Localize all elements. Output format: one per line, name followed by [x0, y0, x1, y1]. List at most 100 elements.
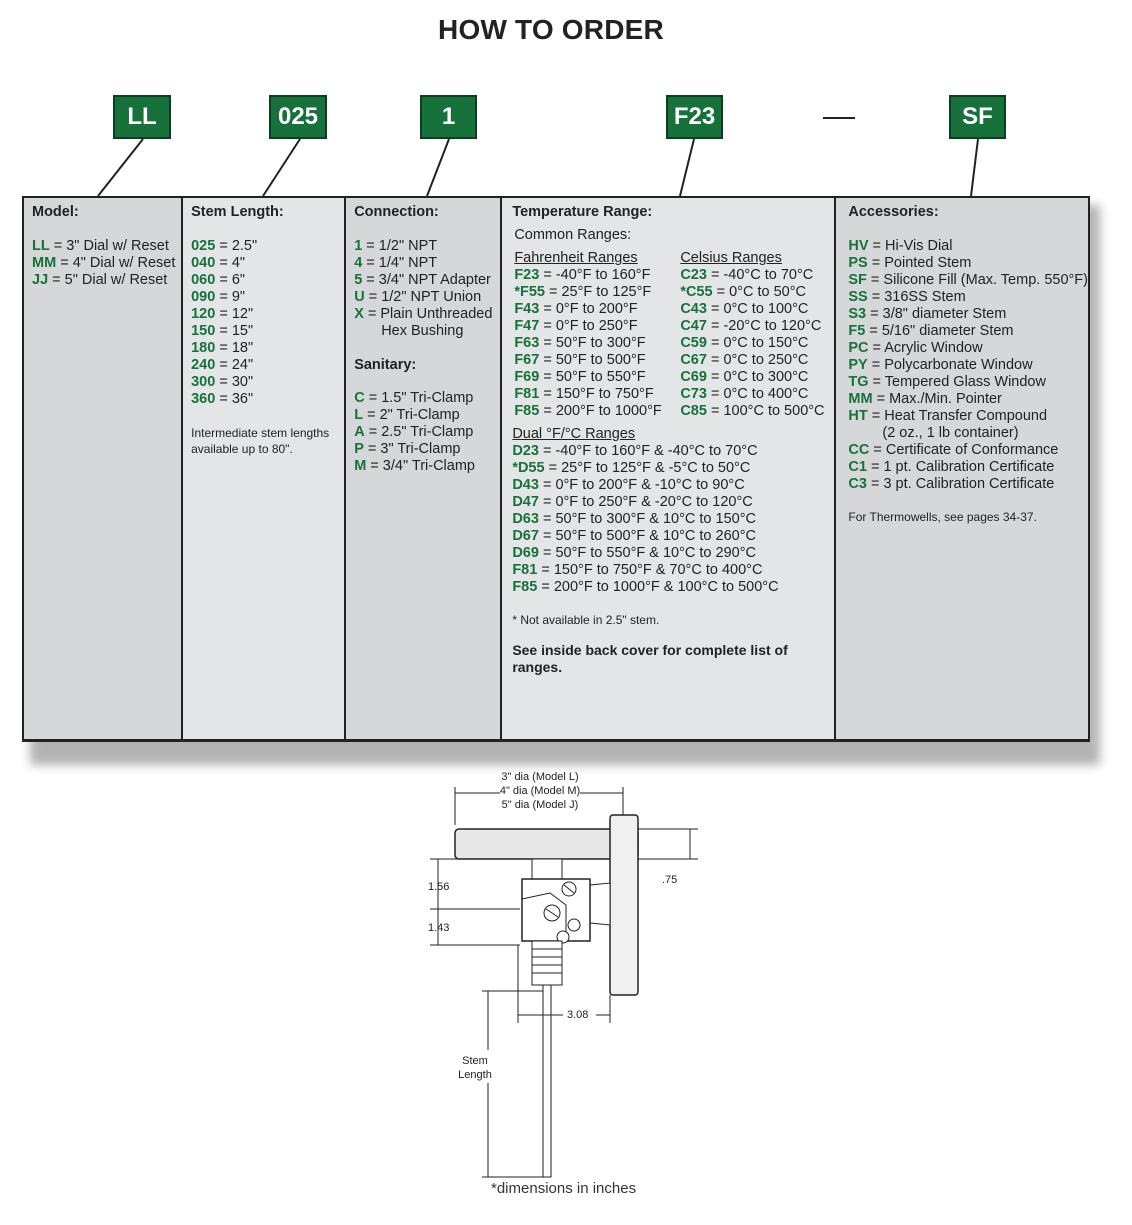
hex-body-edge [521, 892, 567, 941]
dual-range: D69 = 50°F to 550°F & 10°C to 290°C [512, 545, 834, 562]
sanitary-option-code: L [354, 407, 364, 423]
stem-length-label-1: Stem [462, 1055, 488, 1067]
stem-option-text: = 15" [215, 323, 254, 339]
stem-option: 240 = 24" [191, 357, 344, 374]
connection-option-text: = Plain Unthreaded [363, 306, 493, 322]
temperature-column: Temperature Range: Common Ranges: Fahren… [502, 198, 837, 739]
accessory-option-code: TG [848, 374, 869, 390]
screw-bottom [567, 918, 581, 932]
stem-option-code: 040 [191, 255, 216, 271]
dim-156-label: 1.56 [428, 881, 449, 893]
stem-option-code: 060 [191, 272, 216, 288]
dual-range-code: D67 [512, 528, 539, 544]
accessory-option-code: HT [848, 408, 868, 424]
fahrenheit-range-text: = 0°F to 200°F [539, 301, 638, 317]
stem-option-code: 150 [191, 323, 216, 339]
stem-option-text: = 24" [215, 357, 254, 373]
model-option-code: LL [32, 238, 50, 254]
stem-option: 300 = 30" [191, 374, 344, 391]
celsius-range-code: C43 [680, 301, 707, 317]
accessory-option: S3 = 3/8" diameter Stem [848, 306, 1088, 323]
celsius-range-text: = -20°C to 120°C [706, 318, 822, 334]
accessory-option-text: = Tempered Glass Window [868, 374, 1046, 390]
order-code-stem: 025 [269, 95, 327, 139]
fahrenheit-range-text: = 50°F to 500°F [539, 352, 646, 368]
accessory-option: MM = Max./Min. Pointer [848, 391, 1088, 408]
fahrenheit-range-code: *F55 [514, 284, 545, 300]
accessory-option: HT = Heat Transfer Compound [848, 408, 1088, 425]
connection-option: 1 = 1/2" NPT [354, 238, 500, 255]
hex-nut [556, 930, 570, 944]
stem-length-label-2: Length [458, 1069, 492, 1081]
fahrenheit-range-code: F63 [514, 335, 540, 351]
stem [542, 984, 552, 1178]
accessory-option-code: PY [848, 357, 868, 373]
order-code-model: LL [113, 95, 171, 139]
leader-line-model [97, 138, 144, 197]
accessory-option: C3 = 3 pt. Calibration Certificate [848, 476, 1088, 493]
stem-heading: Stem Length: [191, 204, 284, 220]
model-option: MM = 4" Dial w/ Reset [32, 255, 181, 272]
connection-option-text: = 3/4" NPT Adapter [362, 272, 491, 288]
celsius-column: Celsius Ranges C23 = -40°C to 70°C*C55 =… [680, 250, 824, 420]
fahrenheit-range: F63 = 50°F to 300°F [514, 335, 680, 352]
accessory-option: F5 = 5/16" diameter Stem [848, 323, 1088, 340]
dimensions-footnote: *dimensions in inches [491, 1180, 637, 1197]
accessory-option-text: = 3 pt. Calibration Certificate [866, 476, 1055, 492]
celsius-range: C23 = -40°C to 70°C [680, 267, 824, 284]
dim-308-label: 3.08 [567, 1009, 588, 1021]
model-heading: Model: [32, 204, 79, 220]
stem-option-code: 025 [191, 238, 216, 254]
accessory-option-code: SF [848, 272, 867, 288]
fahrenheit-heading: Fahrenheit Ranges [514, 250, 638, 266]
celsius-range-text: = 0°C to 100°C [706, 301, 809, 317]
accessory-option-code: C1 [848, 459, 867, 475]
connection-option-code: 4 [354, 255, 363, 271]
celsius-range-text: = 0°C to 400°C [706, 386, 809, 402]
model-option-text: = 3" Dial w/ Reset [49, 238, 169, 254]
dual-range-text: = 0°F to 250°F & -20°C to 120°C [538, 494, 753, 510]
fahrenheit-range: F23 = -40°F to 160°F [514, 267, 680, 284]
model-option-text: = 5" Dial w/ Reset [48, 272, 168, 288]
order-code-dash [823, 117, 855, 119]
stem-option-text: = 30" [215, 374, 254, 390]
accessory-option: C1 = 1 pt. Calibration Certificate [848, 459, 1088, 476]
connection-option: U = 1/2" NPT Union [354, 289, 500, 306]
accessory-option-text: = 5/16" diameter Stem [865, 323, 1014, 339]
dual-range-text: = 0°F to 200°F & -10°C to 90°C [538, 477, 745, 493]
accessory-option-code: PC [848, 340, 869, 356]
accessory-option: HV = Hi-Vis Dial [848, 238, 1088, 255]
stem-option-text: = 12" [215, 306, 254, 322]
ht-continuation: (2 oz., 1 lb container) [882, 425, 1019, 441]
sanitary-option-code: A [354, 424, 365, 440]
accessory-option-text: = Max./Min. Pointer [872, 391, 1002, 407]
model-option: JJ = 5" Dial w/ Reset [32, 272, 181, 289]
dual-range: D47 = 0°F to 250°F & -20°C to 120°C [512, 494, 834, 511]
fahrenheit-range-code: F81 [514, 386, 540, 402]
accessory-option: PY = Polycarbonate Window [848, 357, 1088, 374]
dial-face [609, 814, 639, 996]
accessory-option: PC = Acrylic Window [848, 340, 1088, 357]
accessory-option: PS = Pointed Stem [848, 255, 1088, 272]
accessory-option-code: PS [848, 255, 868, 271]
fahrenheit-range: F47 = 0°F to 250°F [514, 318, 680, 335]
dual-range-code: D69 [512, 545, 539, 561]
dual-range-code: D23 [512, 443, 539, 459]
celsius-range-text: = 0°C to 250°C [706, 352, 809, 368]
common-ranges-label: Common Ranges: [514, 227, 632, 243]
connection-option-code: 5 [354, 272, 363, 288]
connection-option-text: = 1/2" NPT [362, 238, 438, 254]
dual-range-code: D43 [512, 477, 539, 493]
accessory-option-text: = 1 pt. Calibration Certificate [866, 459, 1055, 475]
accessory-option-code: CC [848, 442, 870, 458]
accessory-option-text: = Polycarbonate Window [867, 357, 1033, 373]
accessories-heading: Accessories: [848, 204, 939, 220]
dia-label-2: 4" dia (Model M) [500, 785, 580, 797]
accessory-option-text: = Acrylic Window [868, 340, 983, 356]
fahrenheit-range-text: = 50°F to 300°F [539, 335, 646, 351]
stem-option: 090 = 9" [191, 289, 344, 306]
